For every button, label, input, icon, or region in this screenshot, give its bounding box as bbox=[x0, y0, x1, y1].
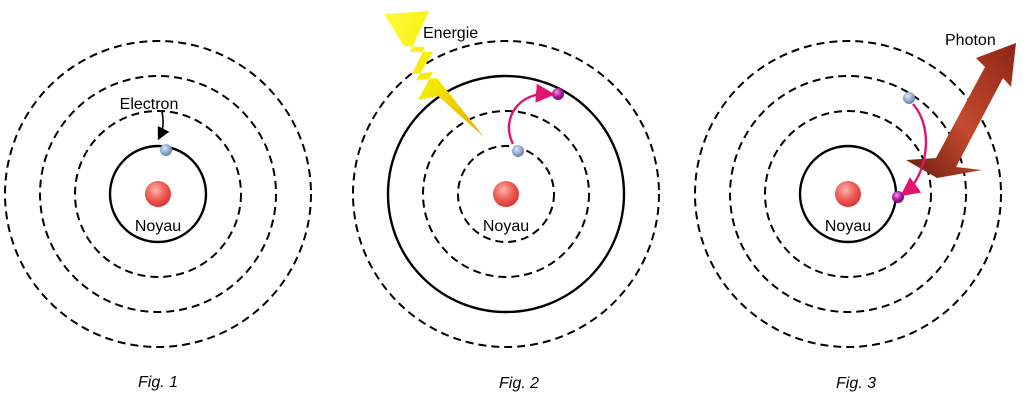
orbit-2 bbox=[764, 110, 932, 278]
excitation-arrow bbox=[507, 83, 556, 145]
nucleus bbox=[493, 181, 519, 207]
orbit-4 bbox=[4, 40, 312, 348]
nucleus-label: Noyau bbox=[825, 218, 871, 235]
figure-2: Energie Noyau Fig. 2 bbox=[352, 11, 660, 392]
energy-label: Energie bbox=[423, 25, 478, 42]
lightning-bolt-icon bbox=[384, 11, 484, 137]
electron-final bbox=[892, 191, 904, 203]
orbit-1 bbox=[457, 145, 555, 243]
figure-1: Electron Noyau Fig. 1 bbox=[4, 40, 312, 391]
electron-initial bbox=[903, 92, 915, 104]
figure-caption: Fig. 3 bbox=[836, 375, 876, 392]
nucleus-label: Noyau bbox=[135, 218, 181, 235]
orbit-1-occupied bbox=[108, 144, 208, 244]
nucleus bbox=[835, 181, 861, 207]
orbit-3-occupied bbox=[386, 74, 626, 314]
electron-label: Electron bbox=[120, 96, 179, 113]
emission-arrow bbox=[900, 103, 928, 197]
photon-arrow-icon bbox=[906, 43, 1016, 178]
electron-initial bbox=[512, 145, 524, 157]
orbit-2 bbox=[74, 110, 242, 278]
orbit-4 bbox=[694, 40, 1002, 348]
electron bbox=[160, 144, 172, 156]
nucleus bbox=[145, 181, 171, 207]
orbit-3 bbox=[729, 75, 967, 313]
electron-pointer-arrow bbox=[157, 111, 170, 141]
figure-caption: Fig. 1 bbox=[138, 374, 178, 391]
nucleus-label: Noyau bbox=[483, 218, 529, 235]
electron-excited bbox=[552, 88, 564, 100]
orbit-3 bbox=[39, 75, 277, 313]
figure-3: Photon Noyau Fig. 3 bbox=[694, 32, 1016, 392]
orbit-2 bbox=[422, 110, 590, 278]
orbit-4 bbox=[352, 40, 660, 348]
figure-caption: Fig. 2 bbox=[499, 375, 539, 392]
photon-label: Photon bbox=[945, 32, 996, 49]
